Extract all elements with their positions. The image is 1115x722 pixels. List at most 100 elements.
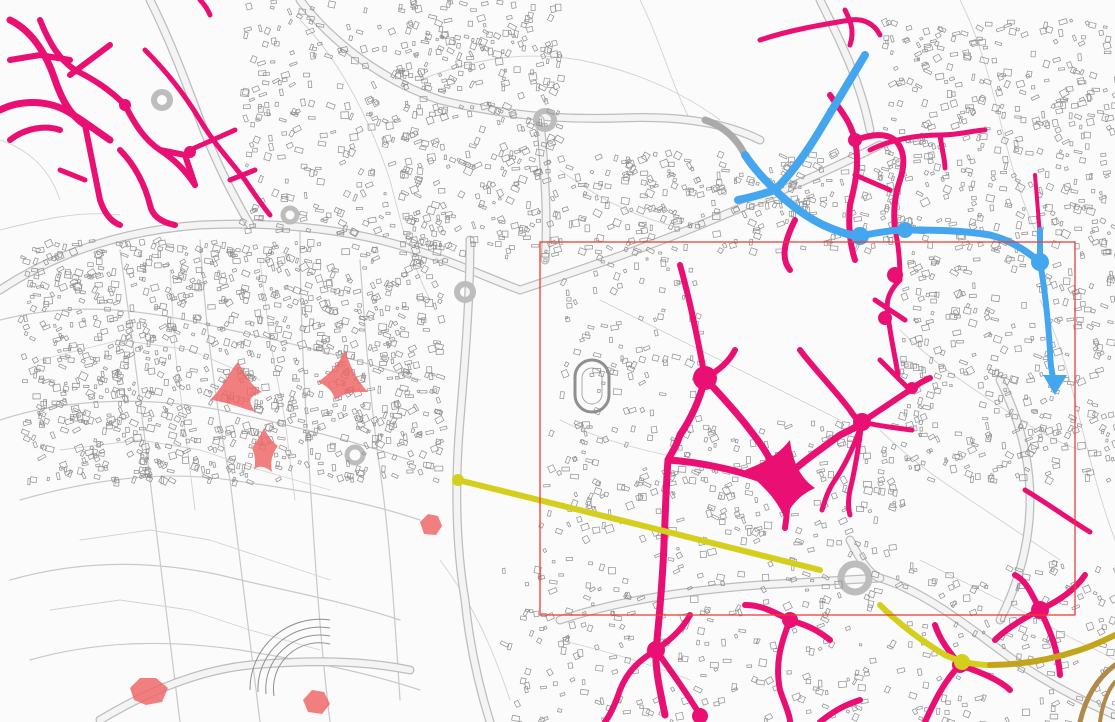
building bbox=[242, 297, 250, 305]
building bbox=[535, 148, 545, 157]
building bbox=[636, 595, 646, 602]
red-zone-polygon-icon[interactable] bbox=[318, 350, 368, 400]
building bbox=[612, 217, 622, 228]
building bbox=[53, 339, 58, 347]
building bbox=[437, 45, 445, 52]
building bbox=[520, 21, 528, 29]
building bbox=[585, 458, 594, 464]
building bbox=[466, 55, 475, 61]
building bbox=[84, 448, 95, 457]
building bbox=[425, 30, 431, 36]
building bbox=[931, 577, 938, 585]
pink-junction-node-icon[interactable] bbox=[692, 708, 708, 722]
red-zone-polygon-icon[interactable] bbox=[130, 678, 168, 705]
red-zone-polygon-icon[interactable] bbox=[420, 514, 442, 535]
pink-junction-node-icon[interactable] bbox=[119, 99, 131, 111]
building bbox=[439, 425, 448, 431]
pink-junction-node-icon[interactable] bbox=[693, 366, 717, 390]
building bbox=[716, 186, 727, 196]
building bbox=[903, 409, 908, 417]
building bbox=[1073, 149, 1083, 155]
building bbox=[1003, 22, 1013, 29]
building bbox=[946, 90, 952, 98]
building bbox=[107, 298, 113, 304]
building bbox=[1050, 103, 1056, 110]
building bbox=[282, 227, 290, 233]
building bbox=[139, 318, 146, 324]
building bbox=[240, 284, 250, 293]
blue-arrow-end-icon[interactable] bbox=[1043, 375, 1067, 395]
building bbox=[621, 357, 629, 365]
pink-junction-node-icon[interactable] bbox=[853, 413, 871, 431]
building bbox=[540, 94, 547, 103]
building bbox=[557, 173, 566, 180]
pink-junction-node-icon[interactable] bbox=[848, 133, 862, 147]
building bbox=[945, 217, 951, 223]
building bbox=[510, 1, 517, 9]
building bbox=[365, 251, 371, 257]
building bbox=[949, 268, 960, 277]
pink-junction-node-icon[interactable] bbox=[1031, 601, 1049, 619]
building bbox=[326, 263, 336, 273]
yellow-route[interactable] bbox=[452, 474, 1115, 722]
building bbox=[432, 258, 439, 264]
building bbox=[203, 365, 210, 373]
building bbox=[1049, 395, 1054, 402]
building bbox=[486, 31, 493, 38]
building bbox=[564, 316, 571, 323]
pink-junction-node-icon[interactable] bbox=[745, 440, 815, 520]
building bbox=[1074, 226, 1083, 231]
building bbox=[1058, 284, 1065, 292]
pink-junction-node-icon[interactable] bbox=[782, 612, 798, 628]
pink-junction-node-icon[interactable] bbox=[906, 382, 918, 394]
building bbox=[899, 499, 906, 507]
red-zone-polygon-icon[interactable] bbox=[210, 362, 262, 412]
building bbox=[1004, 390, 1012, 397]
building bbox=[660, 206, 669, 214]
pink-junction-node-icon[interactable] bbox=[887, 267, 903, 283]
building bbox=[262, 80, 270, 86]
building bbox=[298, 367, 305, 373]
building bbox=[915, 41, 922, 49]
building bbox=[254, 430, 259, 436]
building bbox=[282, 315, 288, 323]
building bbox=[518, 231, 527, 237]
red-zone-polygon-icon[interactable] bbox=[252, 428, 278, 472]
pink-junction-node-icon[interactable] bbox=[878, 311, 892, 325]
building bbox=[563, 361, 570, 368]
building bbox=[452, 114, 459, 119]
building bbox=[547, 464, 557, 474]
building bbox=[573, 420, 583, 428]
building bbox=[922, 119, 933, 129]
red-zones[interactable] bbox=[130, 350, 442, 714]
building bbox=[1094, 565, 1102, 574]
building bbox=[975, 473, 981, 480]
building bbox=[141, 276, 146, 282]
building bbox=[658, 287, 666, 294]
building bbox=[96, 249, 105, 256]
building bbox=[599, 697, 605, 705]
building bbox=[596, 388, 601, 394]
building bbox=[840, 169, 850, 175]
building bbox=[968, 222, 978, 231]
building bbox=[157, 245, 164, 252]
building bbox=[482, 184, 490, 191]
red-zone-polygon-icon[interactable] bbox=[303, 690, 330, 714]
building bbox=[427, 48, 433, 56]
building bbox=[587, 500, 592, 509]
building bbox=[919, 372, 924, 378]
building bbox=[148, 367, 156, 375]
focus-area-box[interactable] bbox=[539, 241, 1076, 616]
building bbox=[164, 407, 169, 412]
building bbox=[1017, 423, 1024, 430]
pink-junction-node-icon[interactable] bbox=[184, 146, 196, 158]
building bbox=[1093, 351, 1102, 360]
pink-junction-node-icon[interactable] bbox=[647, 641, 665, 659]
building bbox=[432, 103, 440, 112]
building bbox=[314, 452, 321, 460]
building bbox=[1003, 162, 1009, 171]
blue-route[interactable] bbox=[701, 51, 1067, 395]
